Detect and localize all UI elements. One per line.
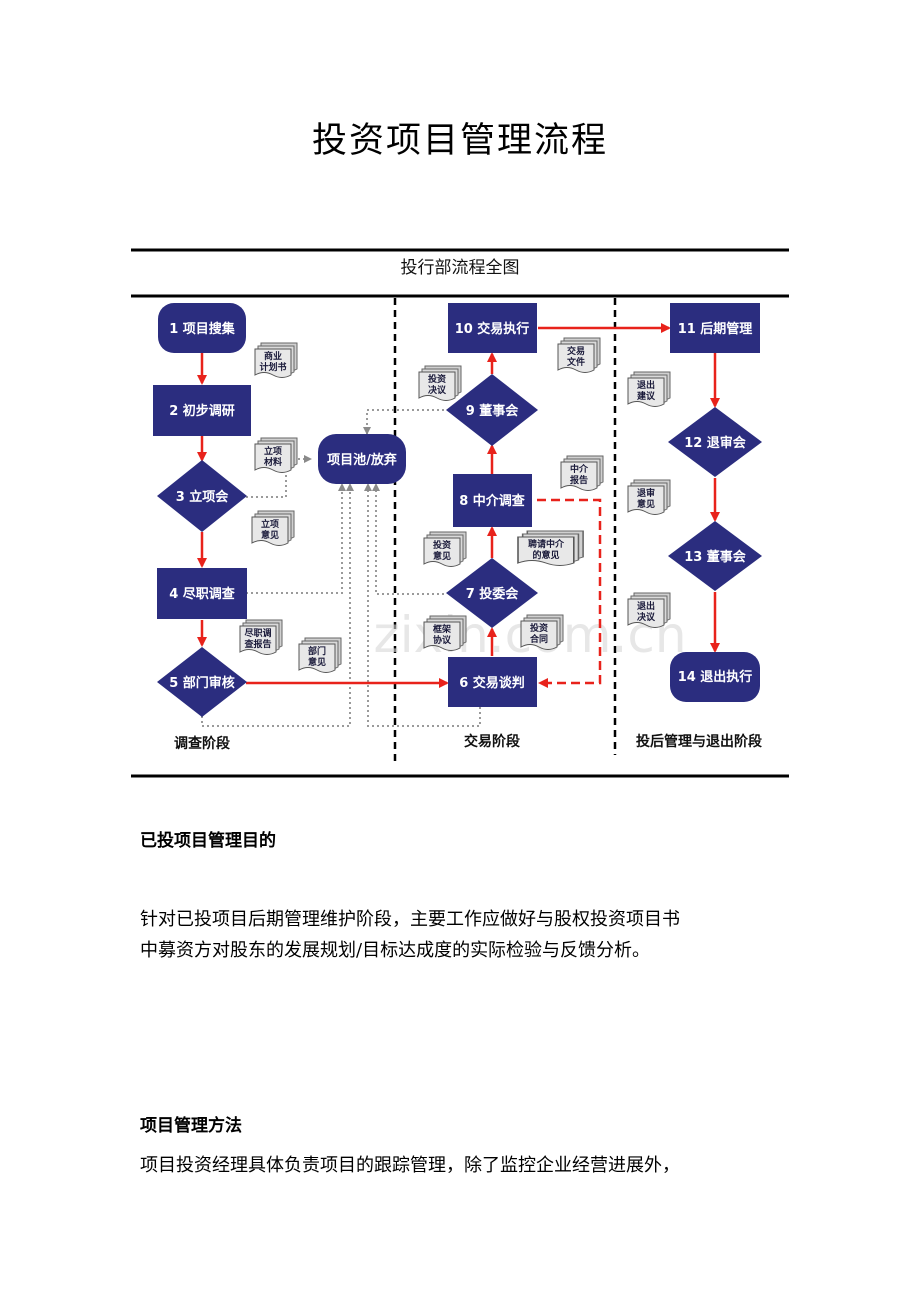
stage-label-post: 投后管理与退出阶段 [636,733,762,750]
diagram-caption: 投行部流程全图 [401,258,520,278]
section-heading-purpose: 已投项目管理目的 [140,831,276,851]
svg-text:项目池/放弃: 项目池/放弃 [327,452,397,468]
arrow-8-6-dashed [537,498,602,688]
svg-text:尽职调: 尽职调 [244,627,271,639]
doc-business-plan: 商业 计划书 [254,342,298,378]
doc-framework-agreement: 框架 协议 [423,615,467,651]
dotted-9-to-pool [363,409,444,435]
svg-text:8 中介调查: 8 中介调查 [459,493,526,509]
dotted-7-to-pool [372,483,444,595]
doc-agency-opinion-line1: 聘请中介 [528,538,565,550]
svg-text:退审: 退审 [637,487,655,499]
svg-text:决议: 决议 [637,611,656,623]
flow-diagram: 投行部流程全图 zixin.com.cn 1 项目搜集 2 初步调研 [131,248,789,778]
svg-text:部门: 部门 [308,645,326,657]
node-3: 3 立项会 [157,460,247,532]
section-body-purpose-line2: 中募资方对股东的发展规划/目标达成度的实际检验与反馈分析。 [140,940,651,961]
svg-text:投资: 投资 [433,539,451,551]
doc-project-opinion: 立项 意见 [251,510,295,546]
svg-text:14 退出执行: 14 退出执行 [678,669,753,685]
dotted-4-to-pool [246,483,346,594]
doc-project-material: 立项 材料 [254,437,298,473]
doc-exit-review-opinion: 退审 意见 [627,479,671,515]
svg-text:2 初步调研: 2 初步调研 [169,403,235,419]
svg-text:建议: 建议 [637,390,656,402]
svg-text:报告: 报告 [570,474,588,486]
node-8: 8 中介调查 [453,474,532,527]
svg-text:投资: 投资 [530,622,548,634]
doc-exit-suggestion: 退出 建议 [627,371,671,407]
doc-agency-opinion-line2: 的意见 [532,549,559,561]
dotted-5-to-pool [201,483,354,727]
svg-text:中介: 中介 [570,463,589,475]
svg-text:投资: 投资 [428,373,446,385]
section-heading-method: 项目管理方法 [140,1116,242,1136]
node-10: 10 交易执行 [448,303,537,353]
svg-text:意见: 意见 [308,656,326,668]
svg-text:3 立项会: 3 立项会 [176,489,230,505]
svg-text:意见: 意见 [433,550,451,562]
section-body-method: 项目投资经理具体负责项目的跟踪管理，除了监控企业经营进展外， [140,1150,800,1181]
dotted-3-to-pool [246,455,312,498]
svg-text:材料: 材料 [263,456,282,468]
node-9: 9 董事会 [446,374,538,446]
node-pool: 项目池/放弃 [318,434,406,484]
svg-text:计划书: 计划书 [259,361,286,373]
stage-label-transaction: 交易阶段 [464,733,520,750]
svg-text:退出: 退出 [637,379,655,391]
node-4: 4 尽职调查 [157,568,247,619]
doc-investment-opinion: 投资 意见 [423,531,467,567]
svg-text:6 交易谈判: 6 交易谈判 [459,675,525,691]
page-title: 投资项目管理流程 [311,121,608,161]
svg-text:11 后期管理: 11 后期管理 [678,321,753,337]
section-body-purpose: 针对已投项目后期管理维护阶段，主要工作应做好与股权投资项目书 中募资方对股东的发… [140,904,800,966]
svg-text:文件: 文件 [566,356,585,368]
doc-transaction-files: 交易 文件 [557,337,601,373]
doc-investment-resolution: 投资 决议 [418,365,462,401]
svg-text:7 投委会: 7 投委会 [466,586,520,602]
svg-text:退出: 退出 [637,600,655,612]
doc-agency-report: 中介 报告 [560,455,604,491]
doc-dept-opinion: 部门 意见 [298,637,342,673]
svg-text:立项: 立项 [264,445,282,457]
svg-text:9 董事会: 9 董事会 [466,403,520,419]
doc-investment-contract: 投资 合同 [520,614,564,650]
node-5: 5 部门审核 [157,647,247,717]
svg-text:商业: 商业 [264,350,282,362]
node-2: 2 初步调研 [153,385,251,436]
node-6: 6 交易谈判 [448,657,537,707]
svg-text:框架: 框架 [433,623,451,635]
node-12: 12 退审会 [668,407,762,477]
node-14: 14 退出执行 [670,652,760,702]
svg-text:立项: 立项 [261,518,279,530]
node-11: 11 后期管理 [670,303,760,353]
doc-exit-resolution: 退出 决议 [627,592,671,628]
doc-dd-report: 尽职调 查报告 [239,619,283,655]
svg-text:1 项目搜集: 1 项目搜集 [169,321,236,337]
svg-text:5 部门审核: 5 部门审核 [169,675,235,691]
svg-text:查报告: 查报告 [243,638,271,650]
stage-label-research: 调查阶段 [174,735,230,752]
node-13: 13 董事会 [668,521,762,591]
svg-text:意见: 意见 [637,498,655,510]
svg-text:4 尽职调查: 4 尽职调查 [169,586,236,602]
dotted-6-to-pool [364,483,481,727]
svg-text:12 退审会: 12 退审会 [684,435,747,451]
svg-text:协议: 协议 [433,634,452,646]
section-body-method-line1: 项目投资经理具体负责项目的跟踪管理，除了监控企业经营进展外， [140,1155,680,1176]
svg-text:13 董事会: 13 董事会 [684,549,747,565]
svg-text:决议: 决议 [428,384,447,396]
node-7: 7 投委会 [446,558,538,628]
svg-text:交易: 交易 [567,345,585,357]
svg-text:合同: 合同 [530,633,548,645]
node-1: 1 项目搜集 [158,303,246,353]
section-body-purpose-line1: 针对已投项目后期管理维护阶段，主要工作应做好与股权投资项目书 [140,909,680,930]
svg-text:意见: 意见 [261,529,279,541]
svg-text:10 交易执行: 10 交易执行 [455,321,530,337]
